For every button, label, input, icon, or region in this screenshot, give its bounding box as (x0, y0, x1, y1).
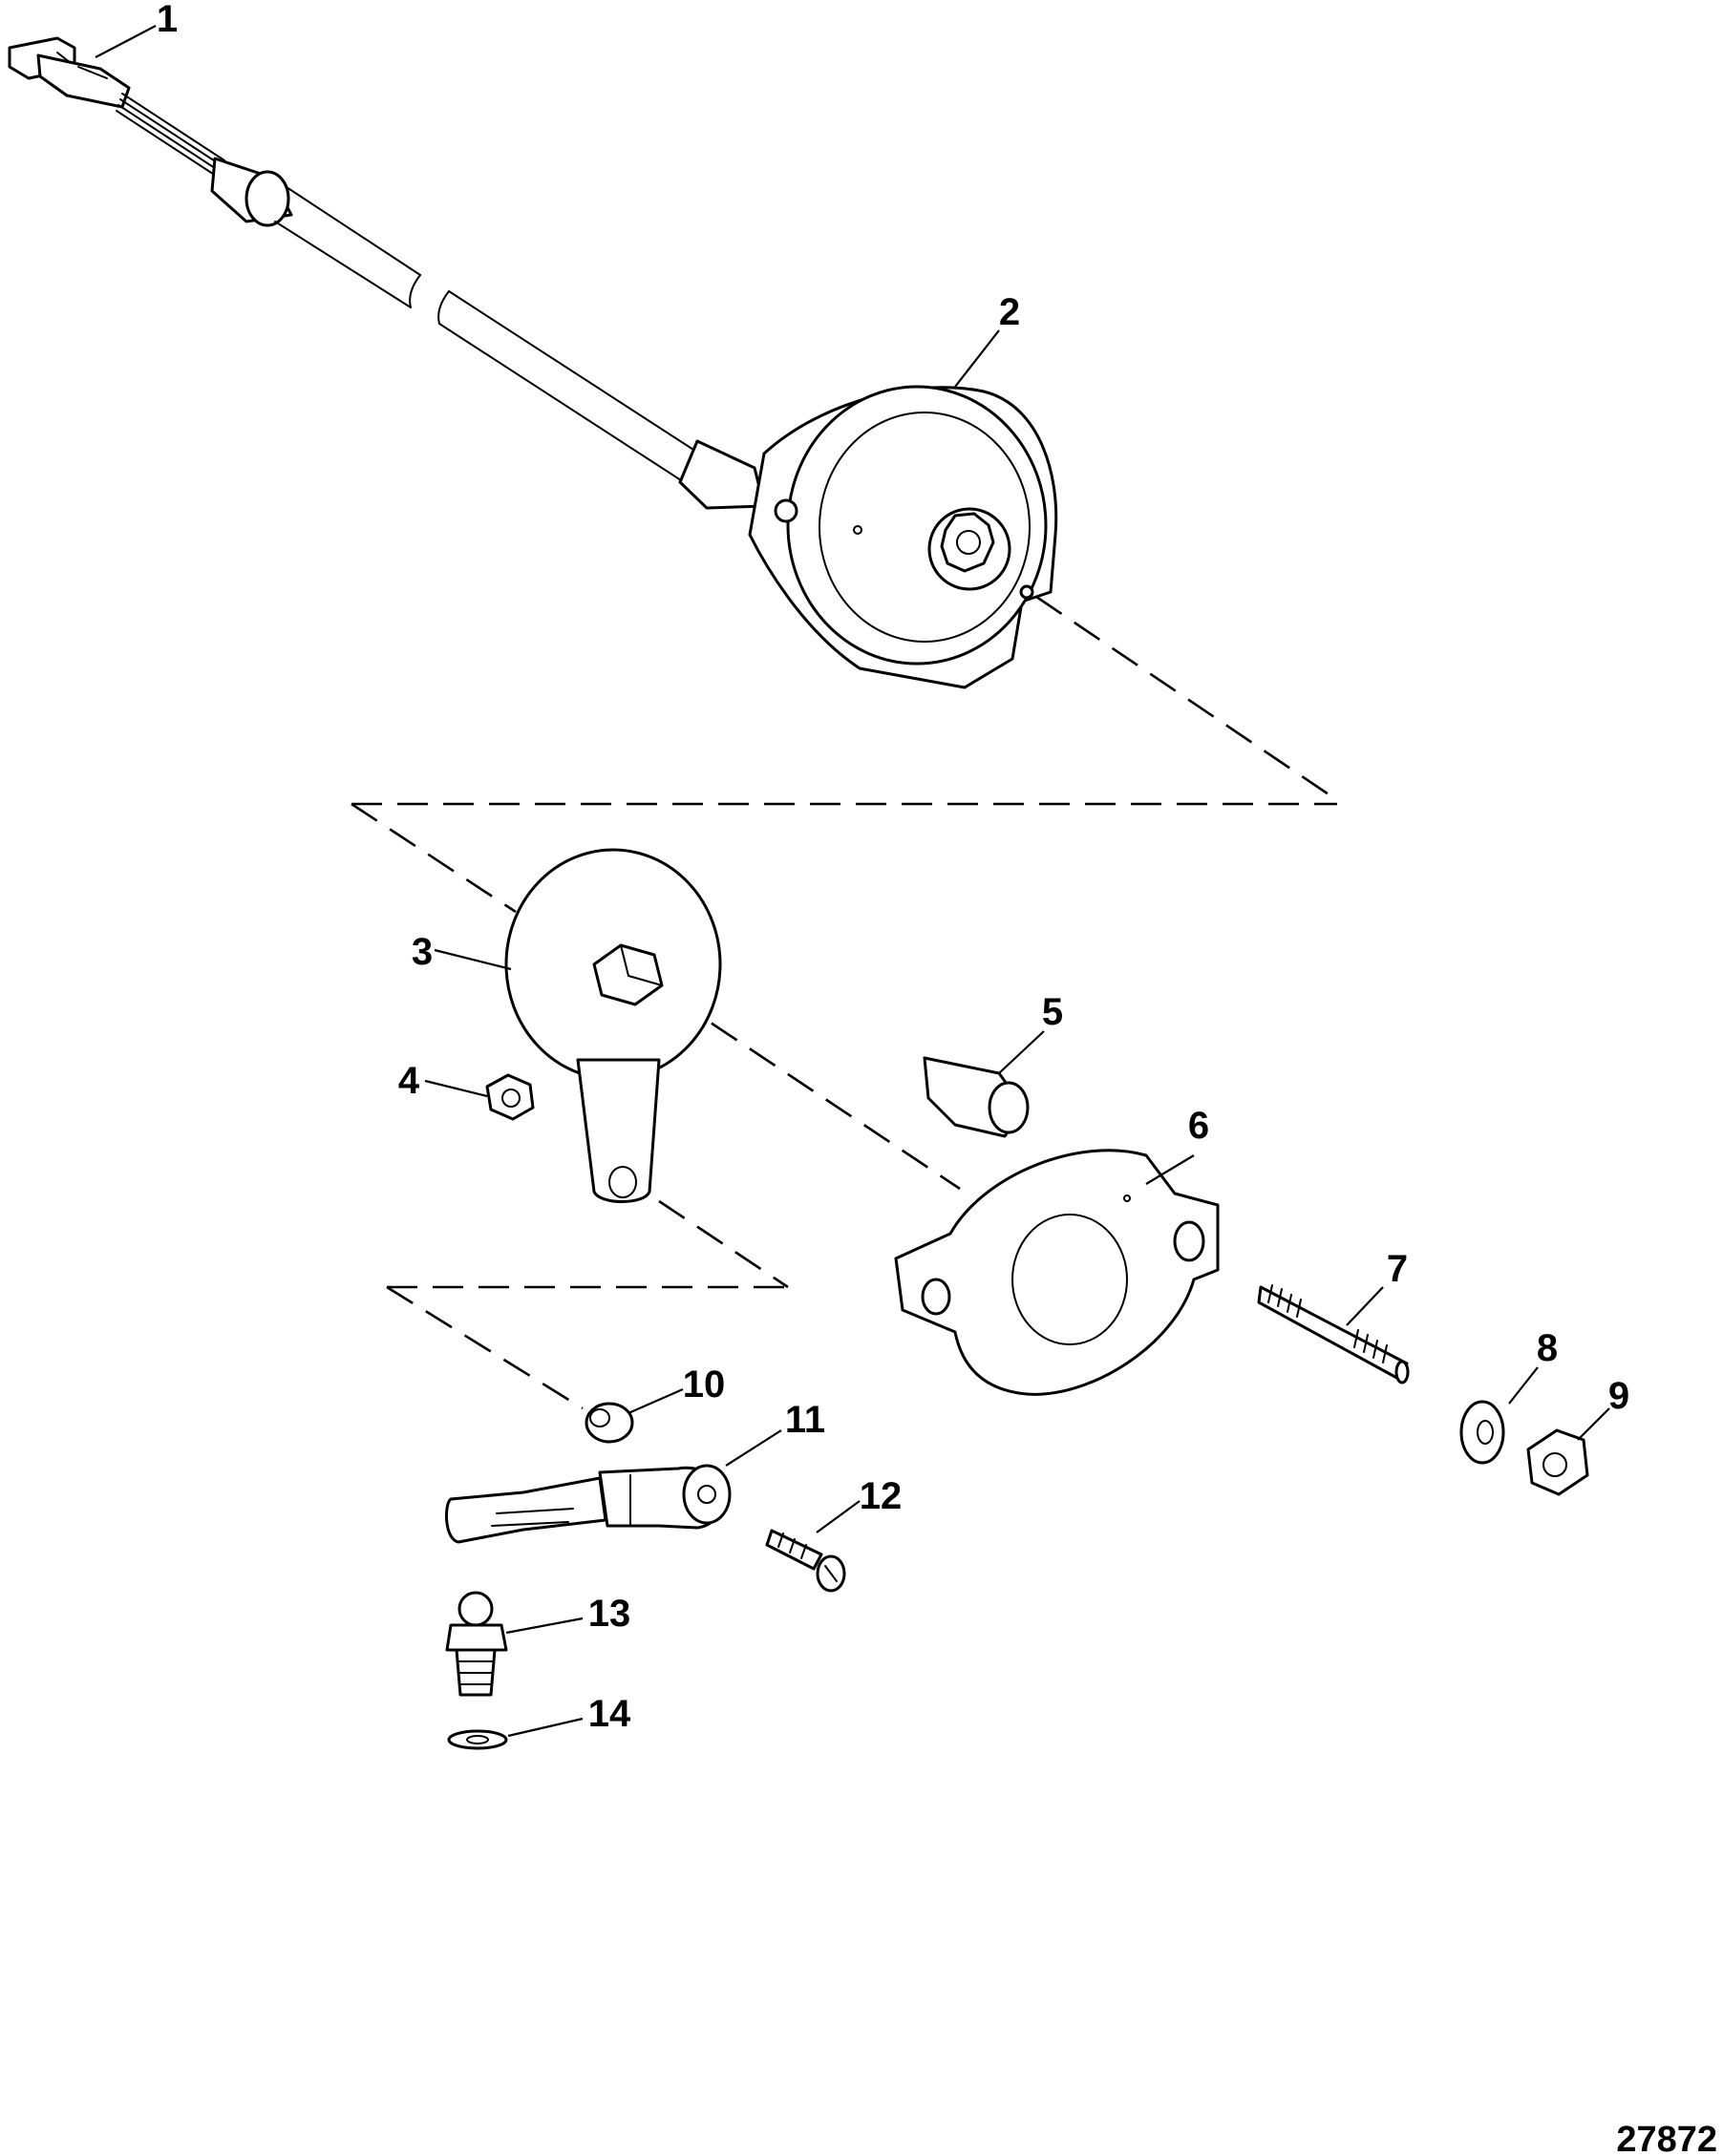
part-2-sensor-housing (748, 385, 1058, 689)
callout-14: 14 (588, 1693, 631, 1735)
callout-13: 13 (588, 1593, 631, 1635)
part-5-spacer (923, 1056, 1030, 1138)
part-12-screw (765, 1529, 846, 1593)
callout-6: 6 (1188, 1105, 1209, 1147)
part-14-flat-washer (447, 1729, 508, 1750)
part-13-ball-stud (445, 1591, 508, 1697)
part-3-lever (504, 848, 722, 1203)
part-7-stud (1257, 1284, 1410, 1384)
callout-8: 8 (1537, 1327, 1558, 1369)
callout-labels: 1 2 3 4 5 6 7 8 9 10 11 12 13 14 (157, 0, 1629, 1735)
callout-12: 12 (860, 1475, 903, 1517)
part-9-hex-nut (1526, 1428, 1589, 1496)
callout-10: 10 (683, 1363, 726, 1406)
part-8-washer (1459, 1400, 1505, 1465)
part-11-rod-end (445, 1464, 732, 1544)
cable (210, 157, 766, 510)
callout-7: 7 (1387, 1248, 1408, 1290)
part-4-nut (485, 1073, 535, 1121)
callout-4: 4 (398, 1060, 420, 1102)
callout-9: 9 (1608, 1375, 1629, 1417)
part-10-bushing (585, 1402, 634, 1444)
callout-1: 1 (157, 0, 178, 40)
callout-5: 5 (1042, 991, 1063, 1033)
alignment-dashes (351, 595, 1338, 1410)
part-1-connector (8, 36, 225, 179)
leader-lines (95, 25, 1610, 1738)
callout-2: 2 (999, 291, 1020, 333)
callout-11: 11 (785, 1399, 825, 1441)
part-6-bracket (894, 1149, 1220, 1396)
figure-number: 27872 (1616, 2120, 1717, 2156)
callout-3: 3 (412, 931, 433, 973)
